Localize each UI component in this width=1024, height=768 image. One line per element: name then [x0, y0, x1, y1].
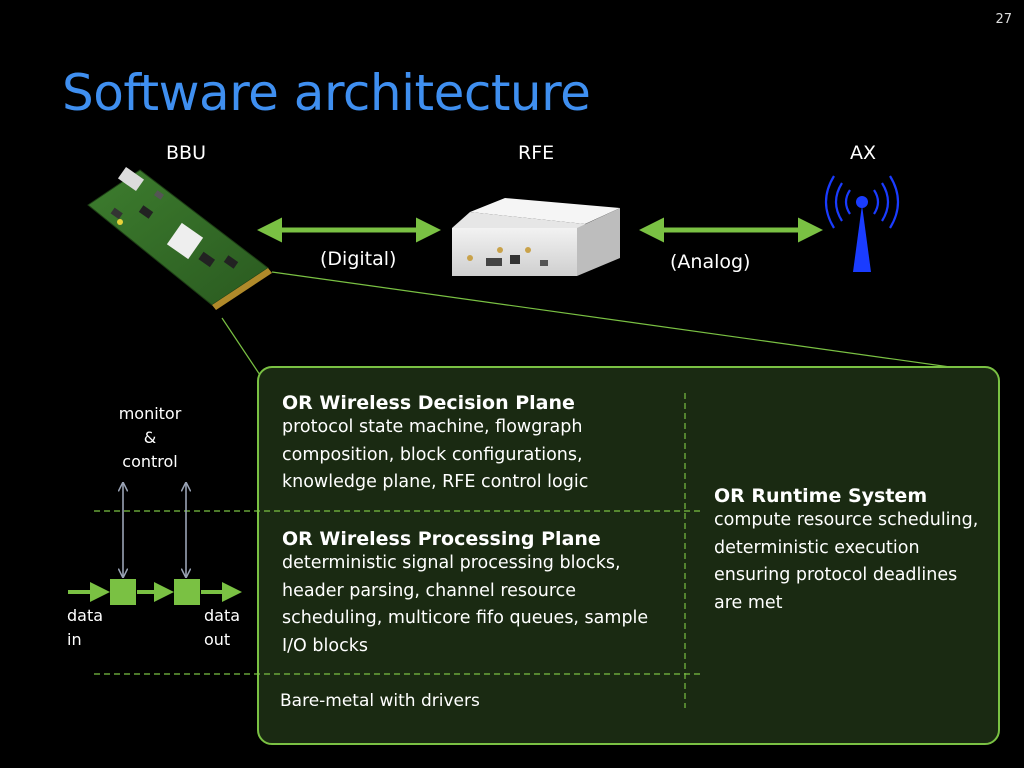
rfe-label: RFE [518, 142, 555, 164]
rfe-box-image [452, 198, 620, 276]
page-number: 27 [995, 12, 1012, 27]
baremetal-label: Bare-metal with drivers [280, 691, 480, 711]
ax-label: AX [850, 142, 877, 164]
decision-plane-title: OR Wireless Decision Plane [282, 392, 575, 414]
zoom-line-top [271, 271, 951, 368]
bbu-label: BBU [166, 142, 206, 164]
data-out-line-2: out [204, 630, 231, 649]
processing-plane: OR Wireless Processing Plane determinist… [282, 528, 677, 660]
data-out-label: data out [204, 604, 240, 652]
data-in-line-2: in [67, 630, 82, 649]
bbu-board-image [87, 166, 272, 310]
data-out-line-1: data [204, 606, 241, 625]
processing-block-2 [174, 579, 200, 605]
data-in-label: data in [67, 604, 103, 652]
slide-title: Software architecture [62, 64, 591, 122]
processing-plane-title: OR Wireless Processing Plane [282, 528, 601, 550]
architecture-panel [257, 366, 1000, 745]
runtime-system: OR Runtime System compute resource sched… [714, 485, 986, 617]
runtime-system-body: compute resource scheduling, determinist… [714, 510, 979, 613]
monitor-control-label: monitor & control [100, 402, 200, 474]
digital-link-label: (Digital) [320, 248, 397, 270]
decision-plane: OR Wireless Decision Plane protocol stat… [282, 392, 674, 497]
monitor-line-3: control [122, 452, 178, 471]
analog-link-label: (Analog) [670, 251, 751, 273]
processing-plane-body: deterministic signal processing blocks, … [282, 553, 649, 656]
decision-plane-body: protocol state machine, flowgraph compos… [282, 417, 589, 492]
monitor-line-2: & [143, 428, 157, 447]
monitor-line-1: monitor [118, 404, 182, 423]
zoom-line-left [221, 317, 263, 379]
data-in-line-1: data [67, 606, 104, 625]
processing-block-1 [110, 579, 136, 605]
runtime-system-title: OR Runtime System [714, 485, 928, 507]
antenna-icon [824, 175, 900, 272]
